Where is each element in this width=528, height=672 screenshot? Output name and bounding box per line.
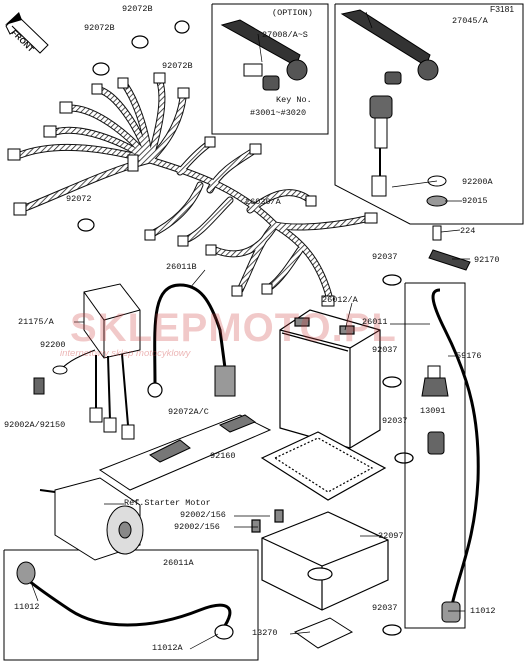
key-number-title: Key No. <box>276 95 312 105</box>
part-label-92072b-3: 92072B <box>162 61 193 71</box>
harness-clips <box>77 20 190 232</box>
option-title: (OPTION) <box>272 8 313 18</box>
strap-92072ac <box>98 414 272 491</box>
ignition-switch-icon <box>340 9 448 207</box>
part-label-92072ac: 92072A/C <box>168 407 209 417</box>
part-label-27045a: 27045/A <box>452 16 488 26</box>
part-label-92160: 92160 <box>210 451 236 461</box>
option-part-number: 27008/A~S <box>262 30 308 40</box>
part-label-13270: 13270 <box>252 628 278 638</box>
part-label-ref-starter-motor: Ref.Starter Motor <box>124 498 211 508</box>
part-label-92170: 92170 <box>474 255 500 265</box>
battery-icon <box>279 309 381 449</box>
plate-13270-icon <box>293 617 354 649</box>
part-label-92002a-92150: 92002A/92150 <box>4 420 66 430</box>
key-number-range: #3001~#3020 <box>250 108 307 118</box>
option-key-icon <box>220 19 308 91</box>
leader-lines <box>31 11 470 650</box>
cable-26011b <box>147 283 236 398</box>
part-label-13091: 13091 <box>420 406 446 416</box>
part-label-11012a: 11012A <box>152 643 183 653</box>
bracket-92170 <box>428 225 471 271</box>
part-label-26012a: 26012/A <box>322 295 358 305</box>
part-label-92200a: 92200A <box>462 177 493 187</box>
part-label-92072b-1: 92072B <box>122 4 153 14</box>
part-label-32097: 32097 <box>378 531 404 541</box>
cable-26011 <box>421 288 480 623</box>
front-arrow-icon <box>5 12 49 54</box>
part-label-92037-3: 92037 <box>382 416 408 426</box>
part-label-92037-2: 92037 <box>372 345 398 355</box>
part-label-92002-156-1: 92002/156 <box>180 510 226 520</box>
part-label-92200: 92200 <box>40 340 66 350</box>
option-key-box <box>211 3 329 135</box>
harness-connectors <box>7 72 378 307</box>
pad-92160 <box>260 431 387 501</box>
clamps-92037 <box>382 274 414 636</box>
cover-13091-icon <box>427 431 445 455</box>
part-label-21175a: 21175/A <box>18 317 54 327</box>
starter-relay-icon <box>33 283 141 440</box>
starter-motor-icon <box>39 477 144 561</box>
part-label-92037-1: 92037 <box>372 252 398 262</box>
part-label-92072: 92072 <box>66 194 92 204</box>
part-label-26011b: 26011B <box>166 262 197 272</box>
part-label-92037-4: 92037 <box>372 603 398 613</box>
positive-cable-box <box>404 282 466 629</box>
part-label-11012-1: 11012 <box>14 602 40 612</box>
wiring-harness <box>16 78 374 304</box>
part-label-26011a: 26011A <box>163 558 194 568</box>
battery-case-32097-icon <box>251 509 389 611</box>
ignition-switch-box <box>334 3 524 225</box>
figure-code: F3181 <box>490 4 515 14</box>
watermark-main: SKLEPMOTO.PL <box>70 306 397 350</box>
part-label-92072b-2: 92072B <box>84 23 115 33</box>
part-label-11012-2: 11012 <box>470 606 496 616</box>
part-label-92015: 92015 <box>462 196 488 206</box>
starter-cable-box <box>3 549 259 661</box>
cable-26011a <box>16 561 234 640</box>
part-label-92002-156-2: 92002/156 <box>174 522 220 532</box>
part-label-224: 224 <box>460 226 476 236</box>
watermark-sub: internetowy sklep motocyklowy <box>60 348 191 359</box>
part-label-26030a: 26030/A <box>245 197 281 207</box>
part-label-59176: 59176 <box>456 351 482 361</box>
part-label-26011: 26011 <box>362 317 388 327</box>
